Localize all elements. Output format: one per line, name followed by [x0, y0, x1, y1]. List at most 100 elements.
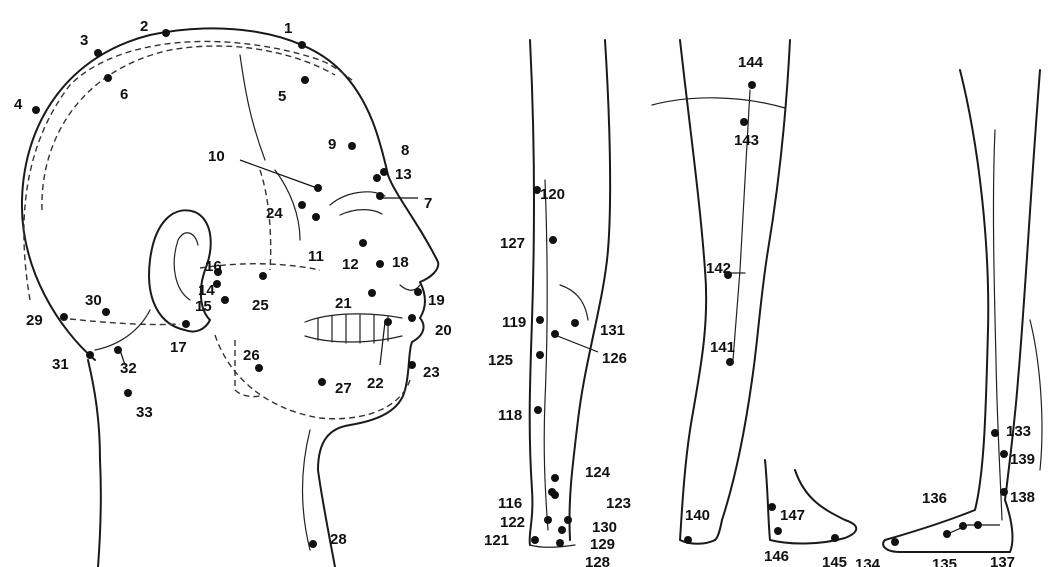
- acupoint-label: 23: [423, 364, 440, 381]
- acupoint-dot: [314, 184, 322, 192]
- acupoint-dot: [831, 534, 839, 542]
- acupoint-144: 144: [738, 54, 764, 89]
- acupoint-dot: [943, 530, 951, 538]
- acupoint-33: 33: [124, 389, 153, 421]
- acupoint-label: 10: [208, 148, 225, 165]
- acupoint-dot: [551, 474, 559, 482]
- acupoint-dot: [534, 406, 542, 414]
- acupoint-label: 142: [706, 260, 731, 277]
- acupoint-label: 131: [600, 322, 625, 339]
- acupoint-9: 9: [328, 136, 356, 153]
- acupoint-dot: [86, 351, 94, 359]
- acupoint-7: 7: [376, 192, 432, 212]
- acupoint-label: 140: [685, 507, 710, 524]
- acupoint-label: 21: [335, 295, 352, 312]
- acupoint-13: 13: [373, 166, 412, 183]
- acupoint-21: 21: [335, 289, 376, 312]
- acupoint-dot: [312, 213, 320, 221]
- acupoint-label: 14: [198, 282, 215, 299]
- acupoint-label: 135: [932, 556, 957, 567]
- acupoint-label: 22: [367, 375, 384, 392]
- acupoint-30: 30: [85, 292, 110, 316]
- acupoint-dot: [414, 288, 422, 296]
- acupoint-label: 29: [26, 312, 43, 329]
- acupoint-dot: [774, 527, 782, 535]
- acupoint-label: 128: [585, 554, 610, 567]
- acupoint-dot: [32, 106, 40, 114]
- acupoint-10: 10: [208, 148, 322, 192]
- acupoint-123: 123: [551, 491, 631, 512]
- acupoint-19: 19: [414, 288, 445, 309]
- acupoint-label: 31: [52, 356, 69, 373]
- acupoint-label: 143: [734, 132, 759, 149]
- acupoint-133: 133: [991, 423, 1031, 440]
- acupoint-label: 125: [488, 352, 513, 369]
- acupoint-label: 20: [435, 322, 452, 339]
- acupoint-118: 118: [498, 406, 542, 424]
- acupoint-24: 24: [266, 201, 306, 222]
- acupoint-27: 27: [318, 378, 352, 397]
- acupoint-1: 1: [284, 20, 306, 49]
- acupoint-label: 9: [328, 136, 336, 153]
- acupoint-label: 123: [606, 495, 631, 512]
- acupoint-label: 33: [136, 404, 153, 421]
- acupoint-label: 24: [266, 205, 283, 222]
- acupoint-134: 134: [855, 538, 899, 567]
- acupoint-label: 11: [308, 248, 324, 265]
- acupoint-label: 129: [590, 536, 615, 553]
- acupoint-dot: [551, 330, 559, 338]
- acupoint-dot: [768, 503, 776, 511]
- acupoint-16: 16: [205, 258, 222, 276]
- acupoint-dot: [259, 272, 267, 280]
- acupoint-dot: [564, 516, 572, 524]
- acupoint-dot: [536, 316, 544, 324]
- acupoint-label: 121: [484, 532, 509, 549]
- acupoint-dot: [571, 319, 579, 327]
- acupoint-dot: [549, 236, 557, 244]
- acupoint-label: 122: [500, 514, 525, 531]
- acupoint-label: 124: [585, 464, 611, 481]
- acupoint-dot: [384, 318, 392, 326]
- acupoint-label: 16: [205, 258, 222, 275]
- acupoint-140: 140: [684, 507, 710, 544]
- acupoint-dot: [368, 289, 376, 297]
- acupoint-dot: [301, 76, 309, 84]
- acupoint-dot: [740, 118, 748, 126]
- acupoint-146: 146: [764, 527, 789, 565]
- acupoint-143: 143: [734, 118, 759, 149]
- acupoint-dot: [726, 358, 734, 366]
- acupoint-dot: [124, 389, 132, 397]
- acupoint-119: 119: [502, 314, 544, 331]
- acupoint-dot: [221, 296, 229, 304]
- acupoint-dot: [104, 74, 112, 82]
- acupoint-label: 120: [540, 186, 565, 203]
- acupoint-dot: [380, 168, 388, 176]
- acupoint-116: 116: [498, 488, 556, 512]
- acupoint-11: 11: [308, 213, 324, 265]
- acupoint-dot: [991, 429, 999, 437]
- acupoint-dot: [408, 361, 416, 369]
- acupoint-6: 6: [104, 74, 128, 103]
- acupoint-124: 124: [551, 464, 611, 482]
- acupoint-141: 141: [710, 339, 735, 366]
- acupoint-32: 32: [114, 346, 137, 377]
- acupoint-label: 144: [738, 54, 764, 71]
- leg-side-illustration: [883, 70, 1042, 552]
- acupoint-125: 125: [488, 351, 544, 369]
- acupoint-130: 130: [564, 516, 617, 536]
- acupoint-label: 26: [243, 347, 260, 364]
- acupoint-dot: [114, 346, 122, 354]
- acupoint-label: 119: [502, 314, 526, 331]
- acupoint-label: 13: [395, 166, 412, 183]
- acupoint-dot: [318, 378, 326, 386]
- acupoint-label: 127: [500, 235, 525, 252]
- acupoint-label: 138: [1010, 489, 1035, 506]
- acupoint-label: 130: [592, 519, 617, 536]
- acupoint-dot: [376, 260, 384, 268]
- acupoint-label: 32: [120, 360, 137, 377]
- acupoint-dot: [684, 536, 692, 544]
- acupoint-label: 27: [335, 380, 352, 397]
- acupoint-dot: [60, 313, 68, 321]
- acupoint-label: 139: [1010, 451, 1035, 468]
